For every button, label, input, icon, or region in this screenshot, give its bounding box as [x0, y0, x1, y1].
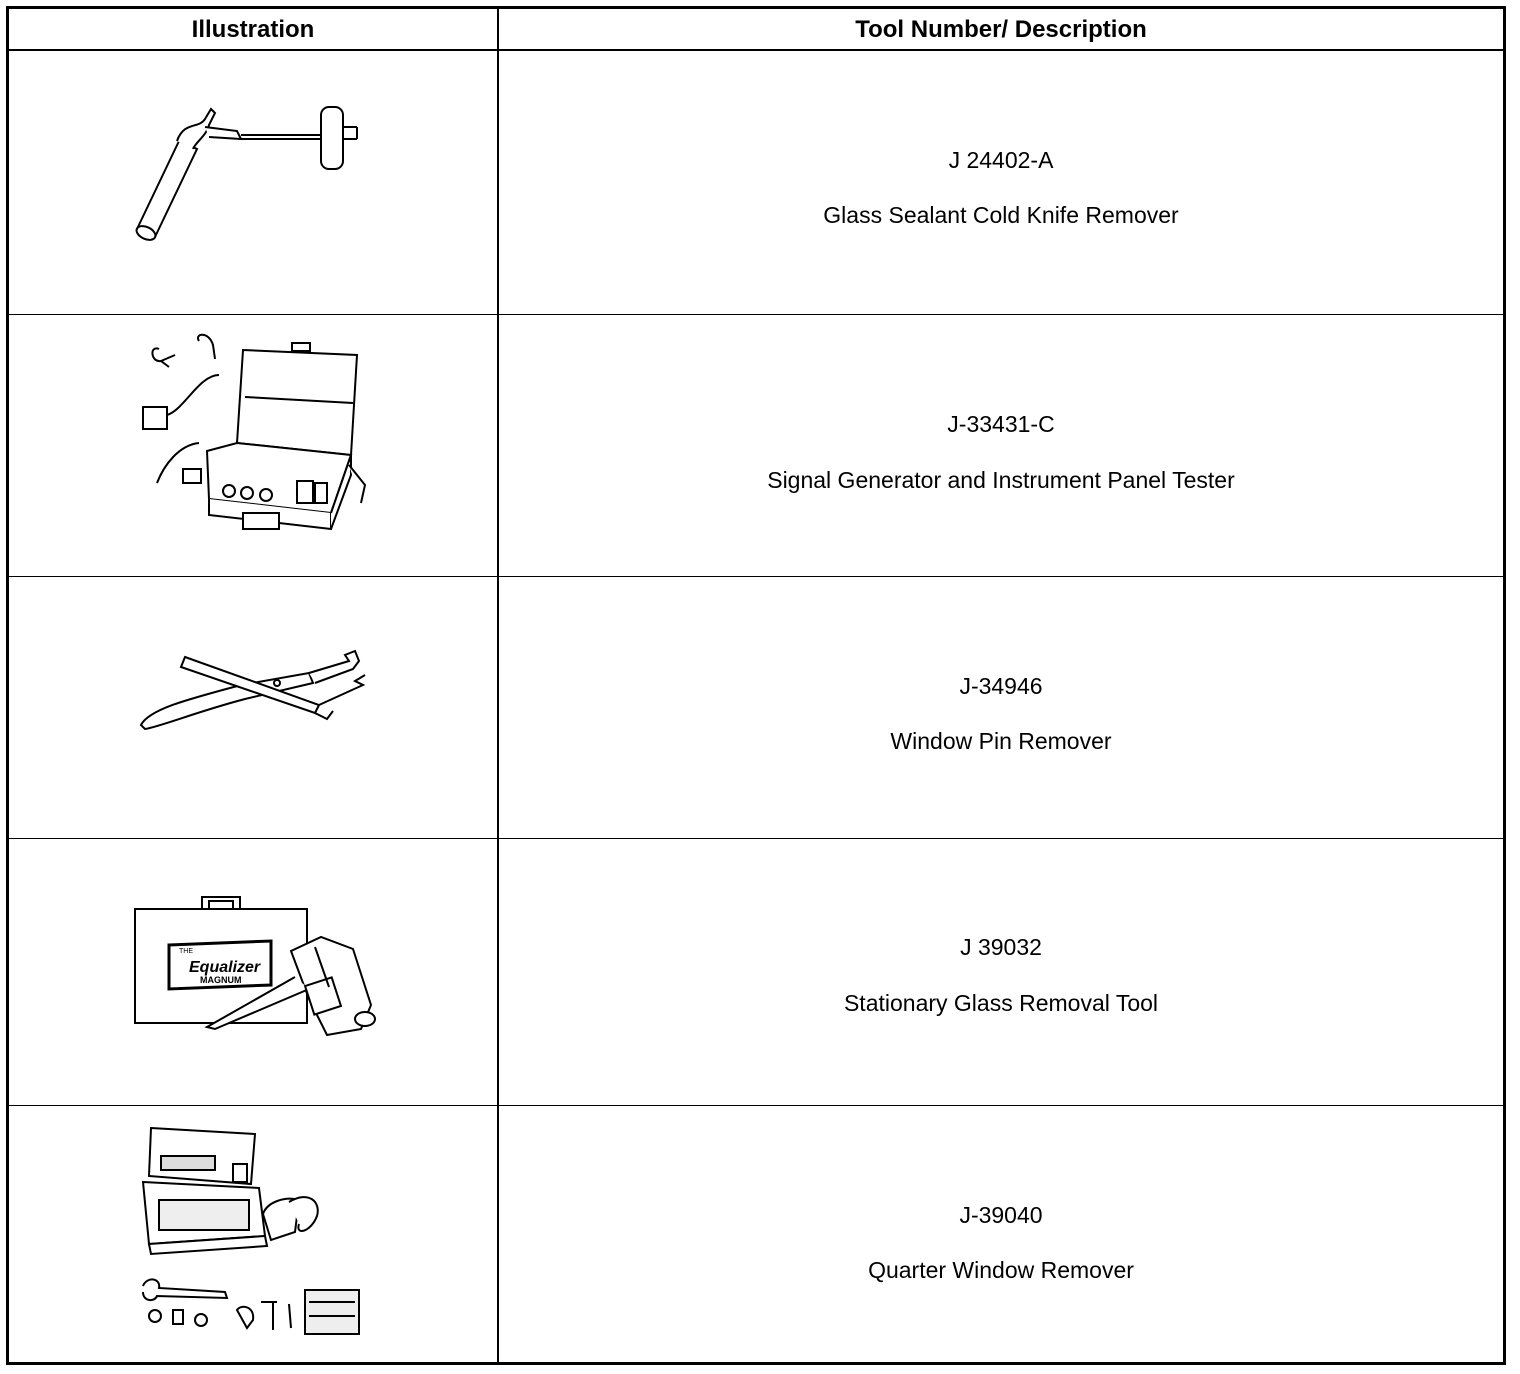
table-row: J-34946 Window Pin Remover: [9, 577, 1503, 838]
tool-description: Window Pin Remover: [890, 728, 1112, 754]
table-row: THE Equalizer MAGNUM J 39032 Stationary …: [9, 839, 1503, 1105]
header-divider: [9, 49, 1503, 51]
table-row: J 24402-A Glass Sealant Cold Knife Remov…: [9, 51, 1503, 314]
tool-description: Glass Sealant Cold Knife Remover: [823, 202, 1179, 228]
tool-table: Illustration Tool Number/ Description J …: [6, 6, 1506, 1365]
tool-description: Quarter Window Remover: [868, 1257, 1134, 1283]
column-divider: [497, 9, 499, 1362]
tool-number: J-34946: [959, 673, 1043, 699]
tool-number: J 24402-A: [948, 147, 1054, 173]
tool-description: Signal Generator and Instrument Panel Te…: [767, 467, 1235, 493]
pin-remover-icon: [9, 577, 497, 838]
table-row: J-39040 Quarter Window Remover: [9, 1106, 1503, 1362]
table-header: Illustration Tool Number/ Description: [9, 9, 1503, 51]
header-description: Tool Number/ Description: [855, 16, 1147, 43]
tool-description: Stationary Glass Removal Tool: [843, 990, 1159, 1016]
row-divider: [9, 576, 1503, 577]
equalizer-tool-icon: THE Equalizer MAGNUM: [9, 839, 497, 1105]
table-row: J-33431-C Signal Generator and Instrumen…: [9, 315, 1503, 576]
equalizer-small-label: THE: [179, 948, 193, 955]
equalizer-brand-label: Equalizer: [189, 959, 261, 976]
equalizer-sub-label: MAGNUM: [200, 975, 242, 985]
header-illustration: Illustration: [191, 16, 315, 43]
tool-number: J-39040: [959, 1202, 1043, 1228]
cold-knife-icon: [9, 51, 497, 314]
signal-generator-icon: [9, 315, 497, 576]
row-divider: [9, 838, 1503, 839]
tool-number: J 39032: [960, 934, 1042, 960]
quarter-window-kit-icon: [9, 1106, 497, 1362]
tool-number: J-33431-C: [947, 411, 1055, 437]
row-divider: [9, 314, 1503, 315]
row-divider: [9, 1105, 1503, 1106]
